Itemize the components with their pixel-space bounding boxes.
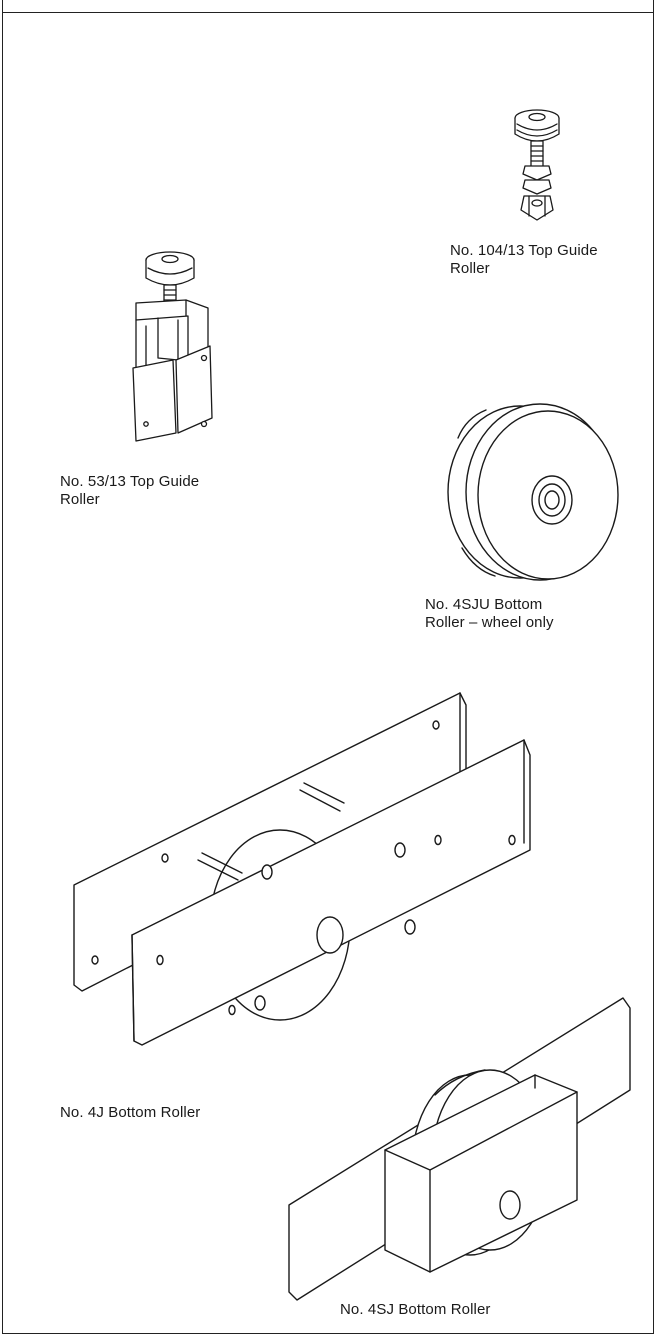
bottom-roller-4sj-illustration	[288, 997, 631, 1301]
top-guide-roller-53-13-illustration	[132, 251, 213, 442]
header-rule	[2, 12, 654, 13]
top-guide-roller-104-13-illustration	[514, 109, 560, 221]
bottom-roller-4j-illustration	[73, 692, 531, 1046]
caption-104-13: No. 104/13 Top Guide Roller	[450, 242, 598, 277]
caption-53-13: No. 53/13 Top Guide Roller	[60, 473, 200, 508]
caption-4sj: No. 4SJ Bottom Roller	[340, 1301, 491, 1318]
caption-4j: No. 4J Bottom Roller	[60, 1104, 201, 1121]
bottom-roller-4sju-wheel-illustration	[447, 403, 619, 581]
caption-4sju: No. 4SJU Bottom Roller – wheel only	[425, 596, 554, 631]
